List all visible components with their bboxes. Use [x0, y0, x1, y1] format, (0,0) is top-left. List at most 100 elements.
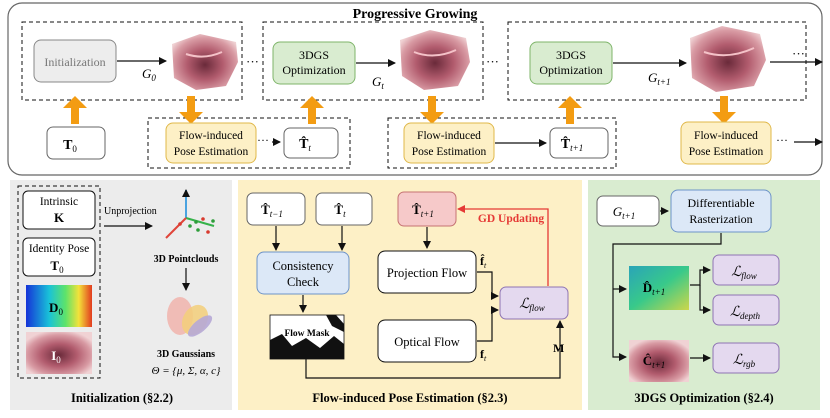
loss-flow-box-opt — [712, 254, 780, 286]
tissue-image-gt — [400, 30, 470, 90]
identity-pose-label: Identity Pose — [29, 243, 89, 255]
gaussians-ellipses — [167, 297, 213, 337]
unprojection-label: Unprojection — [104, 206, 157, 217]
l-depth-label: ℒdepth — [730, 305, 761, 321]
gs-optimization-box-1 — [272, 41, 356, 85]
identity-pose-box — [22, 237, 96, 277]
orange-arrow-down-3 — [420, 96, 444, 124]
ellipsis-pose: ··· — [257, 133, 269, 147]
t0-label: T0 — [63, 138, 77, 154]
flow-pose-2-line2: Pose Estimation — [412, 146, 487, 158]
progressive-growing-title: Progressive Growing — [353, 7, 478, 22]
orange-arrows — [63, 96, 736, 124]
projection-flow-label: Projection Flow — [387, 266, 467, 280]
projection-flow-box — [377, 250, 477, 294]
orange-arrow-down-1 — [179, 96, 203, 124]
arrow-mask-loss — [305, 320, 564, 379]
loss-flow-label: ℒflow — [519, 297, 545, 313]
m-label: M — [553, 341, 564, 355]
color-render-image — [629, 340, 689, 382]
initialization-box — [33, 39, 117, 83]
flow-mask-label: Flow Mask — [284, 329, 330, 339]
diff-raster-box — [670, 189, 772, 233]
gs-opt-2-line1: 3DGS — [556, 48, 586, 62]
initialization-label: Initialization — [44, 55, 105, 69]
depth-map-d0 — [26, 285, 92, 327]
diff-raster-line2: Rasterization — [689, 212, 752, 226]
gaussians-params: Θ = {μ, Σ, α, c} — [152, 365, 221, 377]
d0-label: D0 — [49, 300, 63, 317]
flow-pose-box-2 — [403, 122, 495, 164]
ellipsis-1: ··· — [246, 54, 259, 69]
intrinsic-label: Intrinsic — [40, 196, 78, 208]
arrow-gd-updating — [457, 205, 549, 286]
flow-pose-caption: Flow-induced Pose Estimation (§2.3) — [312, 391, 507, 405]
k-label: K — [54, 210, 65, 225]
orange-arrow-down-5 — [712, 96, 736, 124]
consistency-line2: Check — [287, 275, 320, 289]
flow-pose-1-line1: Flow-induced — [179, 130, 243, 142]
t-cur-box — [315, 192, 373, 226]
t-next-box — [397, 191, 457, 227]
flow-pose-3-line1: Flow-induced — [694, 130, 758, 142]
pose-frame-2 — [387, 117, 617, 169]
intrinsic-box — [22, 190, 96, 230]
orange-arrow-up-4 — [558, 96, 582, 124]
arrow-raster-outputs — [612, 233, 722, 361]
tt1-label: T̂t+1 — [561, 135, 583, 153]
gs-opt-2-line2: Optimization — [539, 63, 602, 77]
identity-t0-label: T0 — [50, 258, 64, 275]
tt1-box — [549, 127, 609, 159]
loss-depth-box — [712, 294, 780, 326]
stage-t-frame — [262, 21, 484, 101]
initialization-caption: Initialization (§2.2) — [71, 391, 173, 405]
l-rgb-label: ℒrgb — [733, 353, 756, 369]
image-i0 — [26, 332, 92, 374]
orange-arrow-up-init — [63, 96, 87, 124]
f-label: ft — [480, 347, 487, 363]
optical-flow-label: Optical Flow — [394, 335, 460, 349]
gaussians-label: 3D Gaussians — [157, 349, 215, 360]
t-next-label: T̂t+1 — [412, 202, 434, 219]
d-hat-label: D̂t+1 — [643, 280, 665, 297]
t-prev-label: T̂t−1 — [261, 202, 283, 219]
gd-updating-label: GD Updating — [478, 213, 544, 225]
loss-rgb-box — [712, 342, 780, 374]
flow-pose-box-1 — [165, 122, 257, 164]
flow-pose-2-line1: Flow-induced — [417, 130, 481, 142]
tt-box — [283, 127, 339, 159]
stage-t1-frame — [507, 21, 807, 101]
tt-label: T̂t — [299, 135, 311, 153]
flow-pose-1-line2: Pose Estimation — [174, 146, 249, 158]
arrow-proj-loss — [477, 271, 499, 300]
t-prev-box — [246, 192, 306, 226]
g-t1-label: Gt+1 — [613, 204, 635, 221]
orange-arrow-up-2 — [300, 96, 324, 124]
pose-frame-1 — [147, 117, 351, 169]
pointcloud-axes — [165, 189, 215, 239]
stage0-frame — [21, 21, 243, 101]
ellipsis-pose-3: ··· — [776, 133, 788, 147]
label-gt1: Gt+1 — [648, 70, 670, 87]
tissue-image-gt1 — [690, 26, 766, 92]
l-flow-label: ℒflow — [731, 265, 757, 281]
optical-flow-box — [377, 319, 477, 363]
init-inputs-frame — [17, 185, 101, 379]
arrow-depth-ldepth — [699, 285, 711, 314]
t0-box — [46, 126, 106, 160]
gs-optimization-caption: 3DGS Optimization (§2.4) — [634, 391, 773, 405]
consistency-check-box — [256, 251, 350, 295]
depth-render-image — [629, 266, 689, 310]
i0-label: I0 — [51, 348, 61, 365]
flow-pose-3-line2: Pose Estimation — [689, 146, 764, 158]
f-hat-label: f̂t — [480, 254, 487, 270]
diff-raster-line1: Differentiable — [687, 196, 754, 210]
tissue-image-g0 — [172, 34, 238, 90]
ellipsis-2: ··· — [486, 54, 499, 69]
ellipsis-3: ··· — [792, 46, 805, 61]
arrow-depth-lflow — [690, 266, 711, 286]
gs-optimization-box-2 — [529, 41, 613, 85]
consistency-line1: Consistency — [272, 259, 334, 273]
arrow-optical-loss — [477, 306, 499, 342]
